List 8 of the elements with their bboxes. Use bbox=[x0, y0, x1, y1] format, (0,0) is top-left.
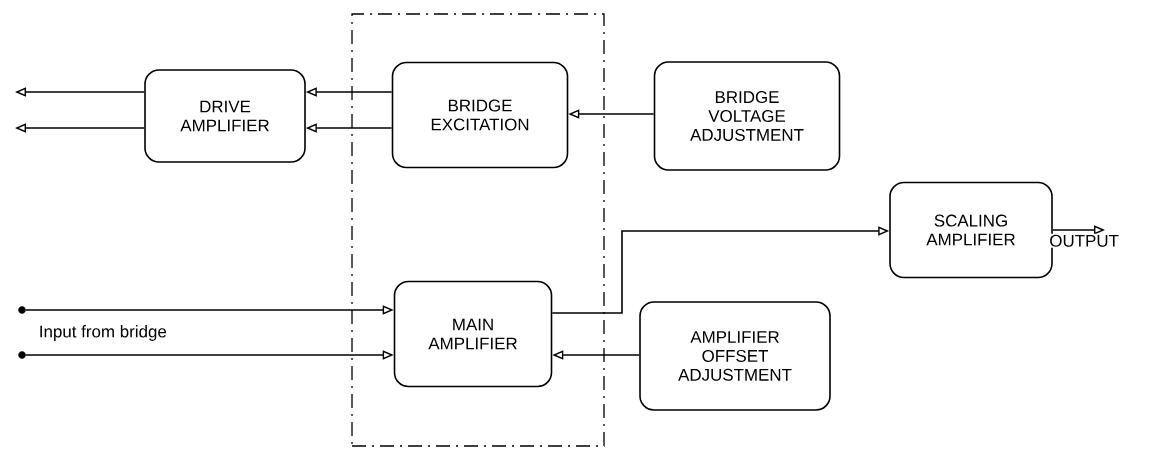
dash-dot-boundary bbox=[351, 13, 605, 447]
process-box: DRIVE AMPLIFIER bbox=[144, 69, 306, 163]
process-box: BRIDGE VOLTAGE ADJUSTMENT bbox=[653, 61, 841, 171]
edge-label: OUTPUT bbox=[1050, 234, 1119, 247]
signal-label: Input from bridge bbox=[40, 325, 167, 341]
process-box: BRIDGE EXCITATION bbox=[391, 61, 569, 169]
process-box: MAIN AMPLIFIER bbox=[393, 280, 553, 388]
process-box: AMPLIFIER OFFSET ADJUSTMENT bbox=[639, 301, 831, 411]
